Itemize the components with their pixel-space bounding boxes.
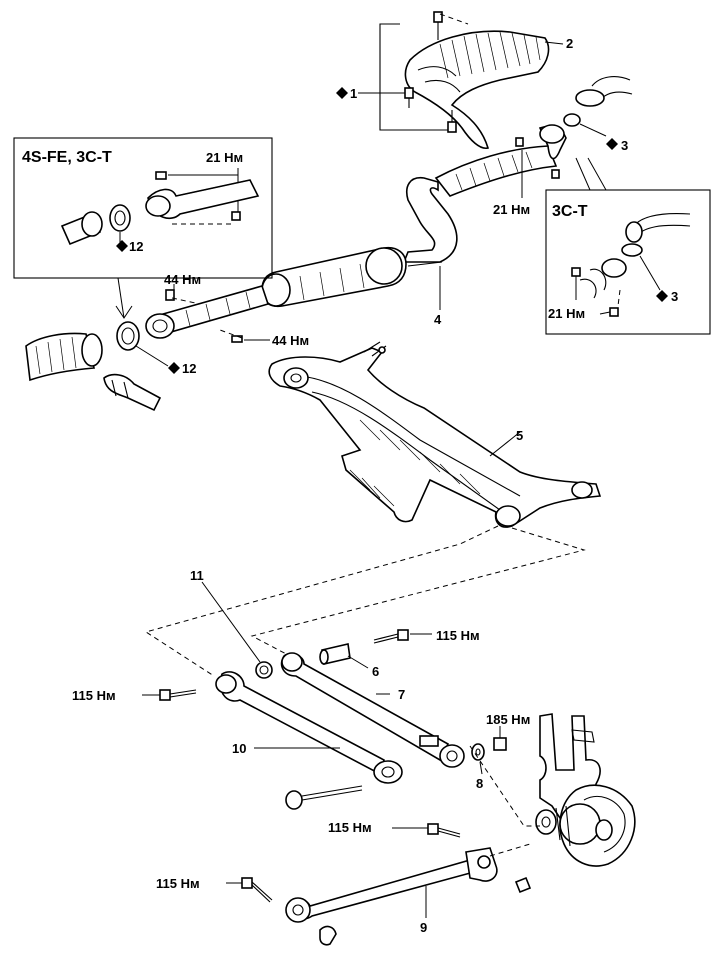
washer-part-8 — [471, 743, 485, 775]
assembly-line-2 — [250, 527, 586, 657]
label-torque-185: 185 Нм — [486, 712, 530, 727]
lower-arm-part-7 — [280, 652, 465, 768]
inset-3ct-replace-marker — [656, 290, 668, 302]
bushing-part-11 — [255, 661, 273, 679]
label-part-11: 11 — [190, 568, 204, 583]
inset-3ct-title: 3C-T — [552, 203, 588, 220]
rear-axle-carrier-hub — [535, 713, 636, 867]
inset-4s-part-12: 12 — [129, 239, 143, 254]
label-part-9: 9 — [420, 920, 427, 935]
heat-shield-part-2 — [404, 30, 564, 150]
assembly-line-rod — [489, 843, 531, 857]
tail-pipe-section — [145, 285, 270, 343]
catalytic-converter — [434, 124, 567, 198]
inset-3ct-torque: 21 Нм — [548, 306, 585, 321]
bolt-115-bottom — [226, 877, 273, 903]
replace-marker-12 — [168, 362, 180, 374]
replace-marker-3 — [606, 138, 618, 150]
inset-4s-torque: 21 Нм — [206, 150, 243, 165]
nut-rod-end — [514, 876, 532, 894]
assembly-line-1 — [144, 525, 499, 677]
replace-marker-1 — [336, 87, 348, 99]
label-torque-115-lower: 115 Нм — [328, 820, 372, 835]
heat-shield-bolts-part-1 — [358, 11, 469, 133]
label-torque-44-bottom: 44 Нм — [272, 333, 309, 348]
label-part-4: 4 — [434, 312, 442, 327]
inset-4s-title: 4S-FE, 3C-T — [22, 149, 112, 166]
inset-3ct-part-3: 3 — [671, 289, 678, 304]
nut-185 — [493, 726, 507, 751]
label-torque-115-top: 115 Нм — [436, 628, 480, 643]
label-part-1: 1 — [350, 86, 357, 101]
label-part-8: 8 — [476, 776, 483, 791]
bolt-115-left — [142, 689, 197, 701]
bolt-115-top — [373, 629, 432, 644]
label-part-5: 5 — [516, 428, 523, 443]
bolt-part-6 — [319, 643, 369, 669]
label-part-3: 3 — [621, 138, 628, 153]
inset-box-3c-t: 3C-T — [545, 189, 711, 335]
label-part-12: 12 — [182, 361, 196, 376]
label-torque-44-top: 44 Нм — [164, 272, 201, 287]
label-torque-115-bottom: 115 Нм — [156, 876, 200, 891]
label-part-6: 6 — [372, 664, 379, 679]
bolt-long-middle — [285, 785, 363, 810]
muffler — [261, 246, 407, 308]
rear-suspension-member-part-5 — [268, 341, 602, 528]
bolt-115-lower — [392, 823, 461, 838]
label-part-2: 2 — [566, 36, 573, 51]
inset-box-4s-fe-3c-t: 4S-FE, 3C-T 21 Нм — [13, 137, 273, 279]
front-exhaust-pipe-left — [25, 321, 162, 412]
inset-4s-replace-marker — [116, 240, 128, 252]
lower-arm-part-10 — [215, 671, 403, 784]
label-torque-115-left: 115 Нм — [72, 688, 116, 703]
front-pipe-flange — [563, 76, 633, 137]
label-part-10: 10 — [232, 741, 246, 756]
label-part-7: 7 — [398, 687, 405, 702]
label-torque-catalyst: 21 Нм — [493, 202, 530, 217]
strut-rod-part-9 — [285, 847, 498, 946]
